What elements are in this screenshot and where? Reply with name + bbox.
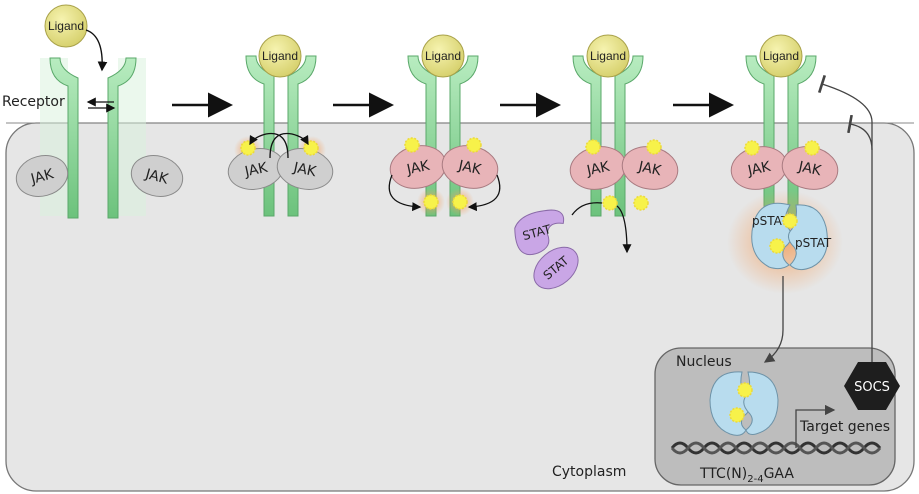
socs-feedback: SOCS [817, 74, 900, 410]
stage-4: Ligand JAK JAK STAT STAT [514, 34, 679, 290]
socs-hexagon [844, 362, 900, 410]
binding-arrow [85, 29, 108, 72]
svg-text:Ligand: Ligand [590, 49, 626, 63]
svg-text:JAK: JAK [796, 159, 823, 180]
stat-monomer-lower: STAT [533, 246, 579, 290]
nucleus-label: Nucleus [676, 354, 732, 370]
jak-active-right: JAK [621, 146, 679, 190]
svg-text:JAK: JAK [143, 166, 171, 188]
nuclear-pstat-dimer [709, 371, 779, 436]
jak-inactive-right: JAK [130, 155, 184, 197]
svg-text:Ligand: Ligand [763, 49, 799, 63]
stage-5: Ligand JAK JAK pSTAT pSTAT [727, 34, 843, 363]
ligand-bound [258, 34, 302, 78]
jak-active-right: JAK [781, 146, 839, 190]
jak-active-left: JAK [389, 145, 447, 189]
svg-text:Ligand: Ligand [262, 49, 298, 63]
socs-label: SOCS [854, 380, 890, 395]
receptor-label: Receptor [2, 94, 65, 110]
svg-text:JAK: JAK [28, 166, 56, 188]
jak-active-left: JAK [569, 146, 627, 190]
svg-text:JAK: JAK [745, 159, 772, 180]
svg-text:Ligand: Ligand [425, 49, 461, 63]
stage-3: Ligand JAK JAK [388, 34, 501, 217]
target-genes-label: Target genes [799, 419, 890, 435]
stage-2: Ligand JAK JAK [227, 34, 334, 217]
dna-helix [670, 441, 882, 455]
svg-text:JAK: JAK [242, 160, 269, 181]
jak-right: JAK [276, 148, 334, 190]
svg-text:JAK: JAK [456, 158, 483, 179]
svg-text:JAK: JAK [636, 159, 663, 180]
jak-inactive-left: JAK [15, 155, 69, 197]
cytoplasm-label: Cytoplasm [552, 464, 626, 480]
pstat-label-left: pSTAT [752, 214, 789, 228]
receptor-inhibition-line [817, 74, 873, 150]
svg-text:JAK: JAK [584, 159, 611, 180]
ligand-free [44, 4, 88, 48]
nuclear-translocation-arrow [763, 276, 784, 363]
dna-motif-label: TTC(N)2-4GAA [699, 466, 794, 485]
pstat-dimer: pSTAT pSTAT [751, 202, 832, 271]
transcription-arrow [795, 404, 836, 448]
jak-left: JAK [227, 148, 285, 190]
stat-monomer-upper: STAT [514, 209, 565, 255]
svg-text:JAK: JAK [404, 158, 431, 179]
stage-1: Ligand Receptor JAK JAK [2, 4, 184, 219]
pstat-label-right: pSTAT [795, 236, 832, 250]
svg-text:JAK: JAK [291, 160, 318, 181]
ligand-label: Ligand [48, 19, 84, 33]
